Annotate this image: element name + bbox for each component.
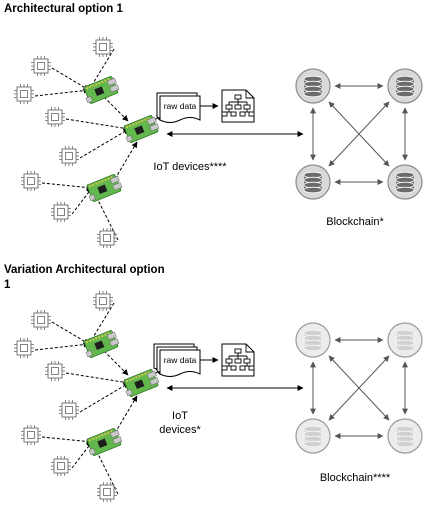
connector — [328, 355, 390, 421]
connector — [103, 96, 129, 122]
database-node-icon — [295, 418, 331, 454]
connector — [71, 187, 93, 215]
option-2-title-line-1: Variation Architectural option — [4, 264, 165, 276]
microchip-sensor-icon — [97, 482, 117, 502]
connector — [79, 128, 130, 159]
microchip-sensor-icon — [14, 84, 34, 104]
microchip-sensor-icon — [31, 310, 51, 330]
raspberry-pi-board-icon — [123, 115, 160, 143]
document-stack-icon — [153, 343, 201, 377]
connector — [65, 372, 130, 386]
raspberry-pi-board-icon — [83, 330, 120, 358]
microchip-sensor-icon — [51, 202, 71, 222]
document-stack-icon — [156, 92, 201, 123]
microchip-sensor-icon — [59, 400, 79, 420]
connector — [41, 436, 93, 445]
raspberry-pi-board-icon — [123, 369, 160, 397]
microchip-sensor-icon — [45, 107, 65, 127]
database-node-icon — [295, 68, 331, 104]
option-2-iot-label-line-1: IoT — [172, 410, 188, 422]
option-2-title-line-2: 1 — [4, 279, 11, 291]
hierarchy-tree-icon — [221, 343, 255, 377]
microchip-sensor-icon — [59, 146, 79, 166]
option-1-iot-label: IoT devices**** — [153, 161, 227, 173]
raspberry-pi-board-icon — [86, 174, 123, 202]
connector — [328, 101, 390, 167]
raspberry-pi-board-icon — [83, 76, 120, 104]
connector — [51, 321, 90, 345]
connector — [114, 395, 138, 434]
microchip-sensor-icon — [97, 228, 117, 248]
connector — [114, 141, 138, 180]
raspberry-pi-board-icon — [86, 428, 123, 456]
database-node-icon — [387, 68, 423, 104]
connector — [41, 182, 93, 191]
database-node-icon — [295, 322, 331, 358]
microchip-sensor-icon — [93, 291, 113, 311]
connector — [51, 67, 90, 91]
microchip-sensor-icon — [31, 56, 51, 76]
raw-data-label: raw data — [164, 355, 197, 365]
microchip-sensor-icon — [21, 171, 41, 191]
database-node-icon — [387, 322, 423, 358]
option-2-iot-label-line-2: devices* — [159, 424, 201, 436]
microchip-sensor-icon — [21, 425, 41, 445]
option-2-blockchain-label: Blockchain**** — [319, 472, 391, 484]
connector — [34, 87, 90, 97]
microchip-sensor-icon — [45, 361, 65, 381]
connector — [103, 350, 129, 376]
microchip-sensor-icon — [51, 456, 71, 476]
hierarchy-tree-icon — [221, 89, 255, 123]
connector — [71, 441, 93, 469]
connector — [65, 118, 130, 132]
option-1-title: Architectural option 1 — [4, 3, 123, 15]
raw-data-label: raw data — [164, 101, 197, 111]
database-node-icon — [295, 164, 331, 200]
connector — [34, 341, 90, 351]
database-node-icon — [387, 164, 423, 200]
microchip-sensor-icon — [93, 37, 113, 57]
microchip-sensor-icon — [14, 338, 34, 358]
database-node-icon — [387, 418, 423, 454]
option-1-blockchain-label: Blockchain* — [326, 216, 384, 228]
connector — [79, 382, 130, 413]
